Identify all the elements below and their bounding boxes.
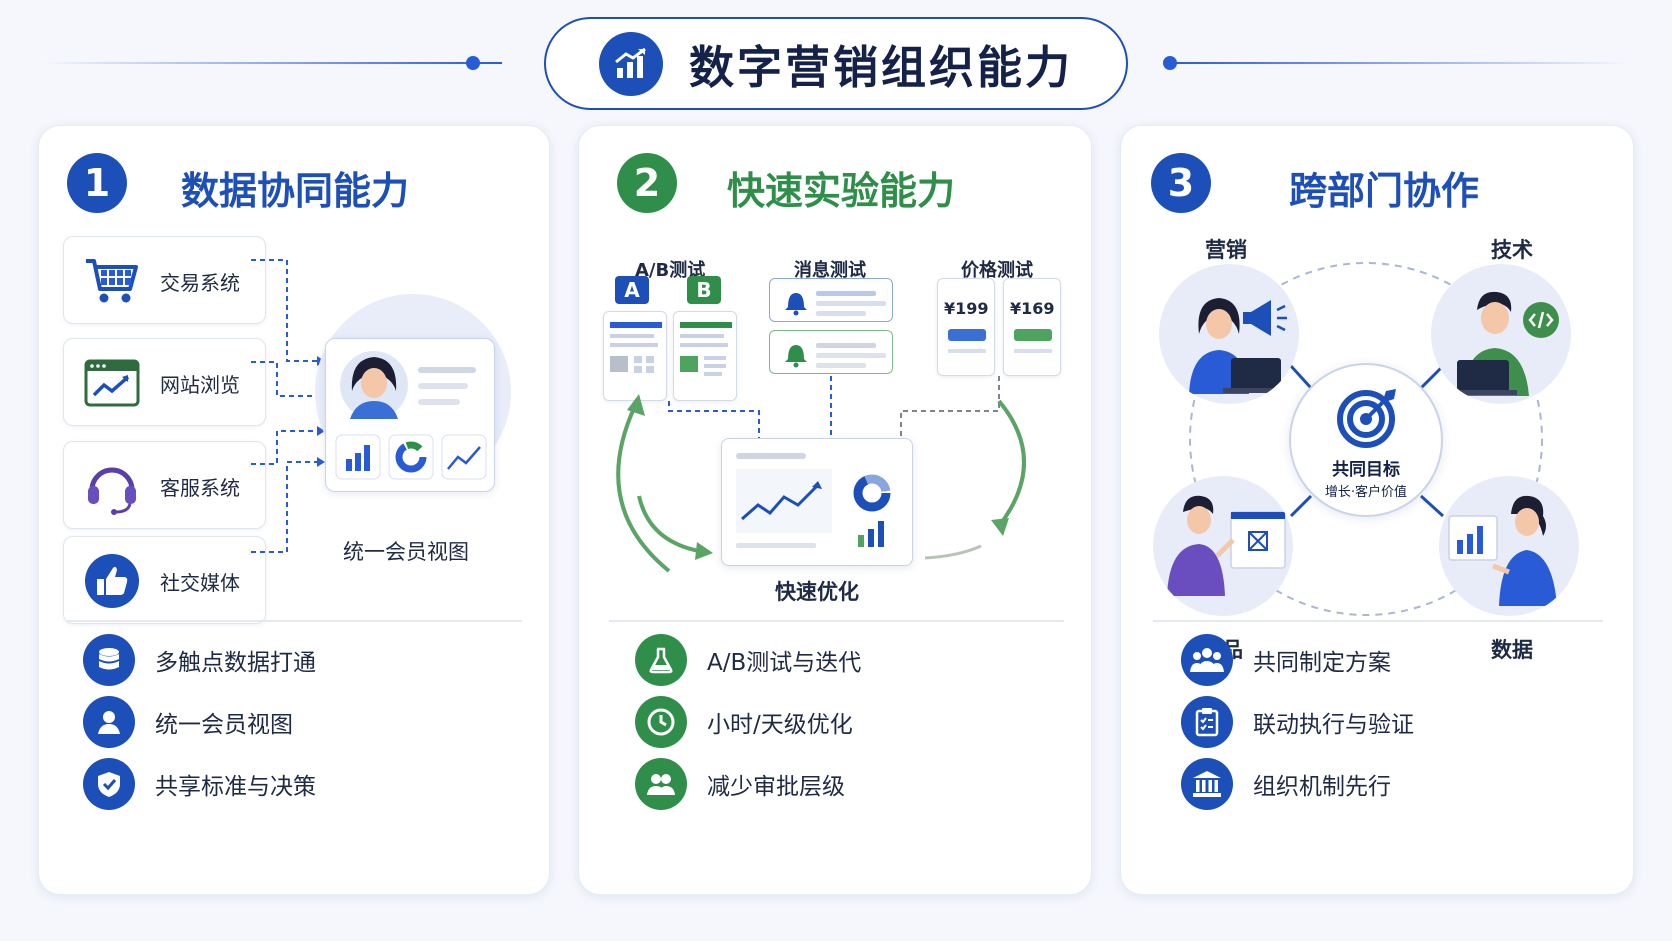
variant-b-page	[673, 311, 737, 401]
hub-label: 快速优化	[775, 580, 859, 604]
shopping-cart-icon	[82, 251, 142, 311]
divider	[609, 620, 1064, 622]
thumbs-up-icon	[82, 551, 142, 611]
divider	[67, 620, 522, 622]
price-button-a	[948, 329, 986, 341]
users-icon	[635, 758, 687, 810]
connector-lines	[251, 259, 325, 553]
message-test-a	[769, 278, 893, 322]
feature-item: 共享标准与决策	[83, 758, 316, 810]
common-goal-subtitle: 增长·客户价值	[1324, 485, 1408, 500]
clipboard-check-icon	[1181, 696, 1233, 748]
price-line	[948, 349, 986, 353]
page-title: 数字营销组织能力	[688, 41, 1073, 94]
card-cross-department: 3 跨部门协作 营销 技术 产品 数据	[1120, 125, 1634, 895]
feature-text: 共同制定方案	[1253, 650, 1391, 676]
avatar	[335, 351, 487, 480]
card-title: 跨部门协作	[1289, 169, 1480, 213]
source-website: 网站浏览	[63, 338, 266, 426]
optimization-dashboard	[721, 438, 913, 566]
feature-text: A/B测试与迭代	[707, 650, 862, 676]
feature-text: 组织机制先行	[1253, 774, 1391, 800]
card-data-collaboration: 1 数据协同能力 交易系统	[38, 125, 550, 895]
header-line-right	[1170, 62, 1630, 64]
experiment-flow-lines	[616, 376, 1026, 573]
price-card-b: ¥169	[1003, 278, 1061, 376]
common-goal-title: 共同目标	[1332, 460, 1400, 480]
card-number: 1	[67, 153, 127, 213]
feature-item: 共同制定方案	[1181, 634, 1391, 686]
feature-item: 组织机制先行	[1181, 758, 1391, 810]
price-value: ¥169	[1010, 299, 1055, 318]
card-title: 快速实验能力	[727, 169, 956, 213]
variant-b-badge: B	[687, 276, 721, 304]
card-number: 2	[617, 153, 677, 213]
source-customer-service: 客服系统	[63, 441, 266, 529]
browser-chart-icon	[82, 353, 142, 413]
user-icon	[83, 696, 135, 748]
source-label: 网站浏览	[160, 373, 240, 397]
source-label: 客服系统	[160, 476, 240, 500]
institution-icon	[1181, 758, 1233, 810]
message-test-b	[769, 330, 893, 374]
feature-item: 统一会员视图	[83, 696, 293, 748]
feature-item: 小时/天级优化	[635, 696, 853, 748]
team-icon	[1181, 634, 1233, 686]
role-product	[1153, 476, 1293, 616]
role-marketing	[1159, 264, 1299, 404]
feature-text: 联动执行与验证	[1253, 712, 1414, 738]
source-label: 社交媒体	[160, 571, 240, 595]
feature-text: 减少审批层级	[707, 774, 845, 800]
role-label-marketing: 营销	[1205, 238, 1247, 262]
collaboration-ring	[1189, 262, 1543, 616]
price-card-a: ¥199	[937, 278, 995, 376]
title-banner: 数字营销组织能力	[544, 17, 1128, 110]
test-label: A/B测试	[635, 260, 706, 281]
role-tech	[1431, 264, 1571, 404]
feature-text: 小时/天级优化	[707, 712, 853, 738]
price-button-b	[1014, 329, 1052, 341]
card-number: 3	[1151, 153, 1211, 213]
variant-a-badge: A	[615, 276, 649, 304]
member-profile-card	[325, 338, 495, 492]
flask-icon	[635, 634, 687, 686]
hub-label: 统一会员视图	[343, 540, 469, 564]
headset-icon	[82, 456, 142, 516]
database-icon	[83, 634, 135, 686]
card-rapid-experiment: 2 快速实验能力 A/B测试 消息测试 价格测试 A B ¥199 ¥169	[578, 125, 1092, 895]
feature-text: 统一会员视图	[155, 712, 293, 738]
role-label-data: 数据	[1491, 638, 1533, 662]
feature-item: 减少审批层级	[635, 758, 845, 810]
test-label: 消息测试	[794, 260, 866, 281]
feature-text: 多触点数据打通	[155, 650, 316, 676]
common-goal-hub: 共同目标 增长·客户价值	[1289, 363, 1443, 517]
variant-a-page	[603, 311, 667, 401]
clock-icon	[635, 696, 687, 748]
shield-check-icon	[83, 758, 135, 810]
target-icon	[1336, 385, 1400, 453]
bar-chart-icon	[598, 31, 663, 96]
divider	[1153, 620, 1603, 622]
role-label-tech: 技术	[1491, 238, 1533, 262]
price-value: ¥199	[944, 299, 989, 318]
feature-text: 共享标准与决策	[155, 774, 316, 800]
role-data	[1439, 476, 1579, 616]
feature-item: 多触点数据打通	[83, 634, 316, 686]
header-dot-left	[466, 56, 480, 70]
source-label: 交易系统	[160, 271, 240, 295]
source-trade-system: 交易系统	[63, 236, 266, 324]
card-title: 数据协同能力	[181, 169, 410, 213]
header-line-left	[40, 62, 502, 64]
source-social-media: 社交媒体	[63, 536, 266, 624]
feature-item: A/B测试与迭代	[635, 634, 861, 686]
price-line	[1014, 349, 1052, 353]
test-label: 价格测试	[961, 260, 1033, 281]
feature-item: 联动执行与验证	[1181, 696, 1414, 748]
